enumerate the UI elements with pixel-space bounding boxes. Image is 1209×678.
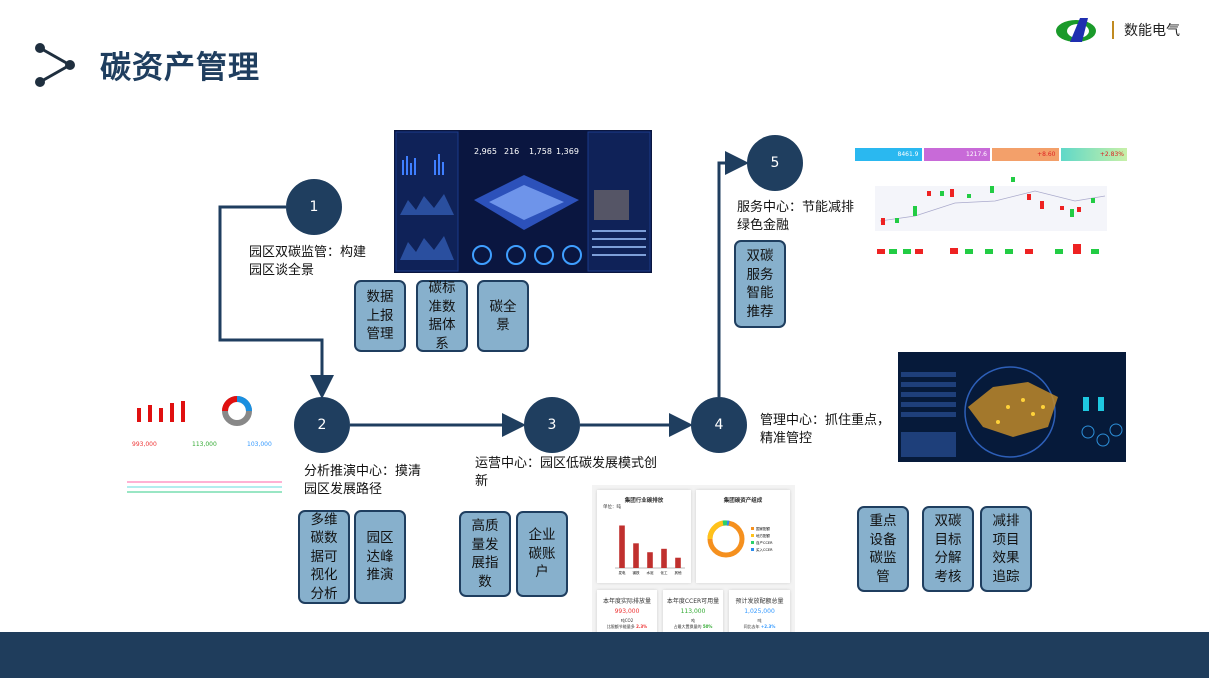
x-tick-label: 水泥 (647, 570, 655, 575)
logo-icon (1056, 18, 1096, 42)
step-2-label: 分析推演中心：摸清园区发展路径 (304, 464, 422, 497)
equipment-monitor-box: 重点设备碳监管 (857, 506, 909, 592)
target-breakdown-box: 双碳目标分解考核 (922, 506, 974, 592)
share-icon (35, 43, 75, 87)
emission-chart-card: 集团行业碳排放 单位：吨 发电 钢铁 水泥 化工 其他 (597, 490, 691, 583)
kpi-card-emission: 本年度实际排放量 993,000 吨CO2 比限额节能量多 2.3% (597, 590, 657, 638)
step-1-label: 园区双碳监管：构建园区谈全景 (249, 245, 367, 278)
page-title: 碳资产管理 (100, 50, 260, 86)
kpi-value: 113,000 (680, 608, 706, 615)
kpi-card-quota: 预计发放配额总量 1,025,000 吨 同比去年 +2.3% (729, 590, 790, 638)
svg-text:216: 216 (504, 147, 519, 156)
brand-name: 数能电气 (1124, 23, 1180, 39)
svg-text:1,758: 1,758 (529, 147, 552, 156)
bar-化工 (661, 548, 667, 568)
donut-slice-local (707, 520, 724, 540)
x-tick-label: 化工 (661, 570, 669, 575)
reduction-tracking-box: 减排项目效果追踪 (980, 506, 1032, 592)
management-map-thumbnail (898, 352, 1126, 462)
kpi-unit: 吨 (757, 618, 762, 623)
carbon-standard-box: 碳标准数据体系 (416, 280, 468, 352)
brand-logo: 数能电气 (1054, 16, 1180, 44)
bar-发电 (619, 525, 625, 568)
tile-2: 1217.6 (923, 148, 990, 161)
analysis-dashboard-thumbnail: 993,000 113,000 103,000 (112, 384, 288, 504)
kpi-note: 比限额节能量多 (606, 624, 635, 629)
legend-2: 自产CCER (756, 540, 773, 545)
bar-chart: 发电 钢铁 水泥 化工 其他 (615, 525, 685, 575)
kpi-title: 预计发放配额总量 (735, 598, 784, 605)
legend-3: 买入CCER (756, 547, 773, 552)
kpi-value: 993,000 (614, 608, 640, 615)
data-reporting-box: 数据上报管理 (354, 280, 406, 352)
tile-3: +8.60 (992, 148, 1059, 161)
peak-simulation-box: 园区达峰推演 (354, 510, 406, 604)
step-3-label: 运营中心：园区低碳发展模式创新 (475, 456, 658, 489)
footer-bar (0, 632, 1209, 678)
service-recommend-box: 双碳服务智能推荐 (734, 240, 786, 328)
carbon-panorama-box: 碳全景 (477, 280, 529, 352)
step-4-circle: 4 (691, 397, 747, 453)
kpi-card-ccer: 本年度CCER可用量 113,000 吨 占最大置换量的 50% (663, 590, 723, 638)
step-5-circle: 5 (747, 135, 803, 191)
legend-1: 地方配额 (756, 533, 770, 538)
kpi-note: 同比去年 (743, 624, 760, 629)
svg-text:103,000: 103,000 (247, 441, 272, 448)
x-tick-label: 钢铁 (633, 570, 641, 575)
x-tick-label: 其他 (675, 570, 683, 575)
step-4-label: 管理中心：抓住重点，精准管控 (760, 413, 891, 446)
svg-text:2,965: 2,965 (474, 147, 497, 156)
svg-text:993,000: 993,000 (132, 441, 157, 448)
chart-title: 集团碳资产组成 (723, 498, 763, 504)
visual-analysis-box: 多维碳数据可视化分析 (298, 510, 350, 604)
tile-4: +2.83% (1060, 148, 1127, 161)
step-5-label: 服务中心：节能减排绿色金融 (737, 200, 855, 233)
x-tick-label: 发电 (619, 570, 627, 575)
svg-text:1,369: 1,369 (556, 147, 579, 156)
kpi-title: 本年度实际排放量 (602, 598, 651, 605)
kpi-note: 占最大置换量的 (673, 624, 702, 629)
finance-dashboard-thumbnail: 8461.9 1217.6 +8.60 +2.83% (855, 148, 1127, 258)
step-1-circle: 1 (286, 179, 342, 235)
quality-index-box: 高质量发展指数 (459, 511, 511, 597)
step-3-circle: 3 (524, 397, 580, 453)
donut-chart: 国家配额 地方配额 自产CCER 买入CCER (707, 520, 773, 558)
kpi-title: 本年度CCER可用量 (666, 598, 720, 605)
kpi-delta: 2.3% (636, 624, 648, 629)
chart-title: 集团行业碳排放 (624, 498, 664, 504)
tile-1: 8461.9 (855, 148, 922, 161)
legend-0: 国家配额 (756, 526, 770, 531)
asset-composition-card: 集团碳资产组成 国家配额 地方配额 自产CCER 买入CCER (696, 490, 790, 583)
bar-水泥 (647, 552, 653, 568)
step-2-circle: 2 (294, 397, 350, 453)
operations-dashboard-thumbnail: 集团行业碳排放 单位：吨 发电 钢铁 水泥 化工 其他 集团碳资产组成 国家配额 地方配… (592, 485, 795, 640)
kpi-unit: 吨 (691, 618, 695, 623)
kpi-value: 1,025,000 (744, 608, 775, 615)
carbon-account-box: 企业碳账户 (516, 511, 568, 597)
kpi-unit: 吨CO2 (620, 618, 634, 623)
bar-钢铁 (633, 543, 639, 568)
svg-text:113,000: 113,000 (192, 441, 217, 448)
chart-unit: 单位：吨 (603, 505, 621, 510)
kpi-delta: 50% (702, 624, 713, 629)
kpi-delta: +2.3% (760, 624, 776, 629)
monitor-dashboard-thumbnail: 2,965 216 1,758 1,369 (394, 130, 652, 273)
bar-其他 (675, 557, 681, 568)
candlestick-chart (875, 177, 1107, 254)
